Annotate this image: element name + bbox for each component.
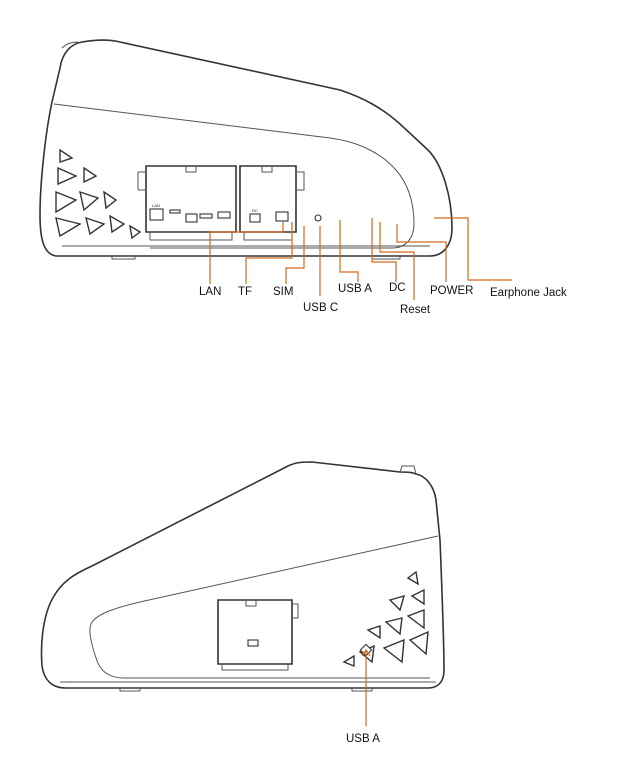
label-tf: TF: [238, 286, 252, 298]
leader-power: [396, 224, 447, 282]
bottom-device-panel-line: [89, 535, 439, 679]
lan-port-mark: LAN: [152, 203, 160, 208]
leader-lan: [209, 222, 284, 284]
bottom-device-top-notch: [399, 465, 417, 475]
label-power: POWER: [430, 285, 473, 297]
label-usb-c: USB C: [303, 302, 338, 314]
leader-sim: [285, 226, 305, 284]
leader-tf: [245, 222, 293, 284]
bottom-device-view: USB A: [40, 461, 445, 745]
label-usb-a-bottom: USB A: [346, 733, 380, 745]
label-earphone: Earphone Jack: [490, 287, 567, 299]
top-port-panel-right: [239, 165, 305, 241]
top-device-view: LAN DC LAN TF SIM USB C USB A DC Reset P…: [39, 39, 567, 316]
top-vents: [55, 148, 142, 240]
label-reset: Reset: [400, 304, 431, 316]
leader-usb-a-bottom-arrow: [361, 648, 371, 657]
dc-port-mark: DC: [252, 208, 258, 213]
usb-port-panel: [199, 213, 213, 219]
label-lan: LAN: [199, 286, 221, 298]
label-usb-a: USB A: [338, 283, 372, 295]
top-device-panel-line: [53, 103, 415, 249]
leader-usb-a: [339, 220, 359, 282]
bottom-device-foot: [119, 688, 373, 692]
lan-port: [149, 208, 164, 221]
leader-reset: [379, 222, 415, 300]
leader-earphone: [434, 217, 512, 281]
label-dc: DC: [389, 282, 406, 294]
dc-port: [249, 213, 261, 223]
label-sim: SIM: [273, 286, 293, 298]
power-button: [275, 211, 289, 222]
bottom-cover: [217, 599, 299, 671]
usb-c-port: [314, 214, 322, 222]
sim-slot: [185, 213, 198, 223]
top-leader-lines: [209, 217, 512, 300]
leader-dc: [371, 218, 397, 282]
top-device-top-notch: [61, 41, 79, 49]
bottom-device-body: [40, 461, 445, 689]
tf-slot: [169, 209, 181, 214]
usb-port-panel-2: [217, 211, 231, 219]
